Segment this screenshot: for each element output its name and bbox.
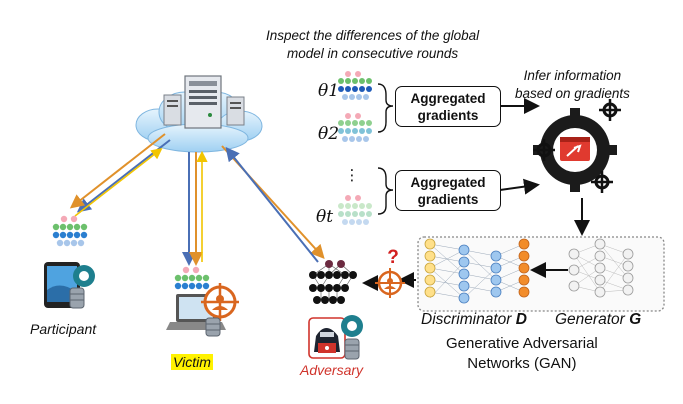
thetat-network-icon [338, 195, 372, 225]
theta2-label: θ2 [318, 124, 339, 144]
gan-title-line1: Generative Adversarial [446, 335, 598, 352]
discriminator-symbol: D [515, 311, 527, 328]
discriminator-network-icon [424, 238, 530, 304]
aggregated-gradients-1-line1: Aggregated [410, 90, 486, 106]
inference-gear-icon [533, 99, 621, 193]
question-mark: ? [387, 247, 399, 268]
theta1-label: θ1 [318, 81, 339, 101]
adversary-label: Adversary [300, 362, 364, 378]
aggregated-gradients-2-line2: gradients [417, 191, 479, 207]
thetat-label: θt [316, 207, 333, 227]
infer-caption-line1: Infer information [523, 68, 622, 83]
adversary-client-icon [308, 260, 363, 360]
infer-caption: Infer information based on gradients [515, 67, 630, 103]
inspect-caption-line1: Inspect the differences of the global [266, 28, 480, 43]
discriminator-label: Discriminator D [421, 311, 527, 329]
inspect-caption: Inspect the differences of the global mo… [266, 27, 479, 63]
gan-title: Generative Adversarial Networks (GAN) [446, 334, 598, 374]
victim-label: Victim [171, 354, 213, 370]
generator-symbol: G [629, 311, 642, 328]
aggregated-gradients-2-line1: Aggregated [410, 174, 486, 190]
participant-label: Participant [30, 321, 97, 337]
theta1-network-icon [338, 71, 372, 100]
gan-title-line2: Networks (GAN) [467, 355, 577, 372]
aggregated-gradients-box-1: Aggregated gradients [395, 86, 501, 127]
generator-label: Generator G [555, 311, 641, 329]
victim-client-icon [166, 266, 239, 337]
aggregated-gradients-box-2: Aggregated gradients [395, 170, 501, 211]
participant-client-icon [44, 215, 95, 309]
connection-arrows [69, 133, 325, 266]
generator-network-icon [568, 238, 634, 298]
brace-lines [377, 83, 394, 215]
inspect-caption-line2: model in consecutive rounds [287, 46, 459, 61]
discriminator-text: Discriminator [421, 311, 512, 328]
theta2-network-icon [338, 113, 372, 142]
arrow-agg2-to-infer [499, 178, 540, 195]
aggregated-gradients-1-line2: gradients [417, 107, 479, 123]
ellipsis-label: ⋮ [345, 166, 360, 184]
generator-text: Generator [555, 311, 625, 328]
spy-target-icon [375, 268, 405, 298]
cloud-server-icon [135, 75, 263, 153]
infer-caption-line2: based on gradients [515, 86, 630, 101]
global-model-stack [338, 71, 372, 225]
